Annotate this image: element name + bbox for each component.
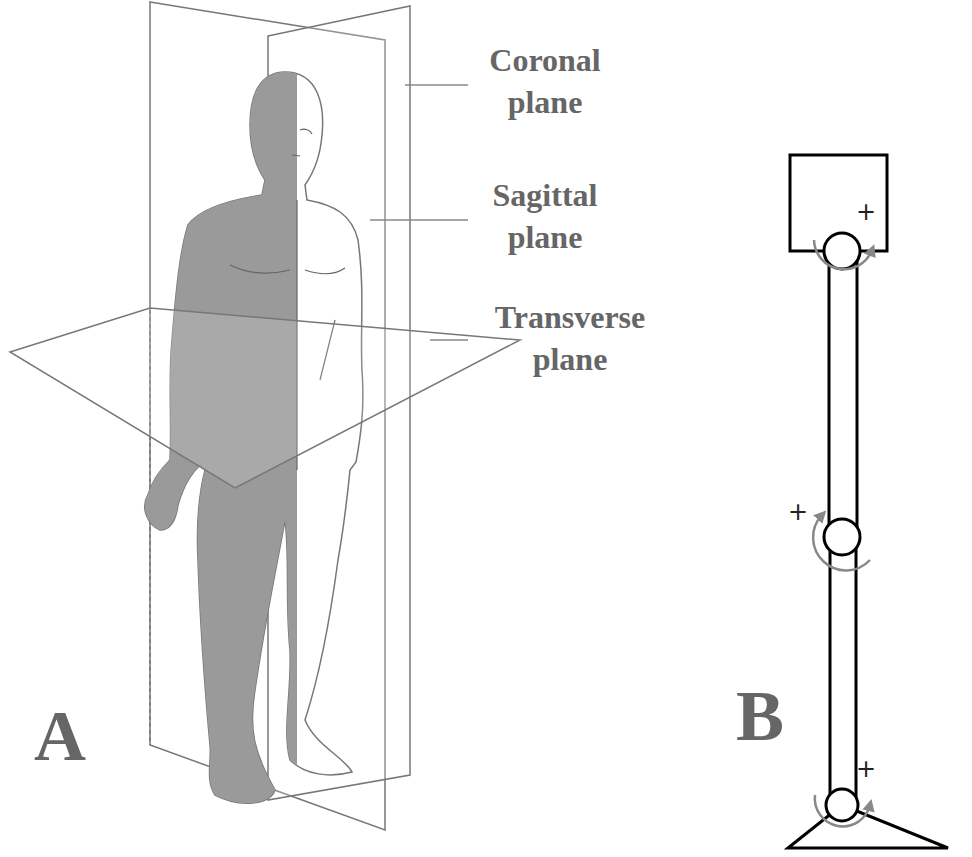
plane-label: Sagittal plane (470, 175, 620, 258)
sign-label: + (854, 757, 878, 781)
plane-label: Coronal plane (470, 40, 620, 123)
panel-letter: A (20, 700, 100, 772)
leader-lines (370, 85, 468, 340)
leg-model (788, 155, 948, 848)
sign-label: + (786, 500, 810, 524)
transverse-plane (10, 308, 520, 488)
sign-label: + (854, 200, 878, 224)
panel-letter: B (720, 680, 800, 752)
plane-label: Transverse plane (470, 297, 670, 380)
